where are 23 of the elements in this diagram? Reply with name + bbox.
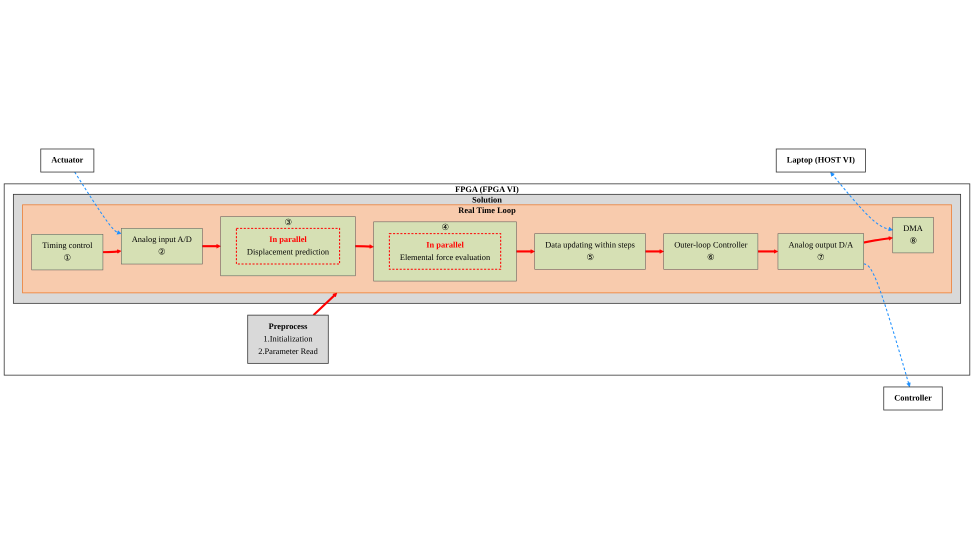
arrow: [645, 249, 664, 254]
node-box: Controller: [883, 386, 943, 410]
node-box: Laptop (HOST VI): [776, 148, 866, 172]
arrow: [863, 236, 893, 244]
arrow: [74, 172, 122, 235]
node-box: DMA ⑧: [892, 217, 934, 254]
node-box: Timing control ①: [31, 234, 104, 270]
node-box: Outer-loop Controller ⑥: [663, 233, 758, 270]
node-box: In parallel Elemental force evaluation: [388, 233, 502, 270]
arrow: [830, 172, 893, 232]
node-box: Analog output D/A ⑦: [778, 233, 864, 270]
arrow: [758, 249, 778, 254]
arrow: [355, 244, 374, 249]
arrow: [202, 244, 221, 249]
arrow: [312, 292, 338, 316]
node-box: Data updating within steps ⑤: [534, 233, 646, 270]
node-box: Actuator: [40, 148, 94, 172]
arrow: [864, 263, 911, 388]
node-box: Analog input A/D ②: [121, 228, 203, 264]
arrow: [516, 249, 535, 254]
node-box: Preprocess 1.Initialization 2.Parameter Read: [247, 314, 329, 364]
node-box: In parallel Displacement prediction: [236, 228, 340, 265]
arrow: [102, 249, 122, 254]
